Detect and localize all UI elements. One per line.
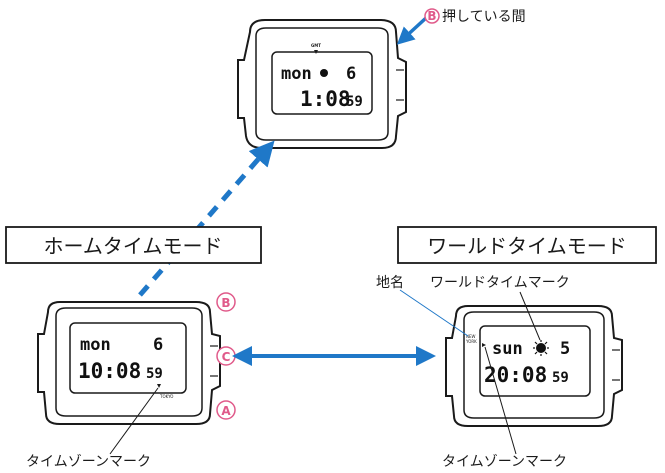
top-time: 1:08 <box>300 87 351 111</box>
watch-world: NEW YORK sun 5 20:08 59 <box>445 305 623 427</box>
world-time: 20:08 <box>484 363 547 387</box>
watch-gmt-view: GMT mon 6 1:08 59 <box>237 19 407 149</box>
world-city-line1: NEW <box>466 334 476 339</box>
world-day: sun <box>492 339 523 359</box>
button-b-label: B <box>221 296 230 310</box>
top-day: mon <box>281 64 312 84</box>
time-zone-mark-left-label: タイムゾーンマーク <box>26 454 151 470</box>
place-name-label: 地名 <box>376 275 404 291</box>
hold-b-button-label: B <box>427 9 436 23</box>
time-zone-mark-right-label: タイムゾーンマーク <box>442 454 567 470</box>
hold-b-text: 押している間 <box>442 9 526 25</box>
home-time: 10:08 <box>78 359 141 383</box>
world-timezone-mark-icon <box>482 343 486 347</box>
button-a[interactable]: A <box>216 400 236 420</box>
home-mode-box: ホームタイムモード <box>5 226 262 264</box>
home-day: mon <box>80 335 111 355</box>
home-timezone-mark-icon <box>157 384 161 388</box>
sun-icon <box>533 340 549 356</box>
world-mode-box: ワールドタイムモード <box>397 226 657 264</box>
hold-b-callout: B 押している間 <box>396 8 526 45</box>
dashed-arrow-home-to-gmt <box>138 140 275 297</box>
top-date: 6 <box>346 64 356 84</box>
button-c[interactable]: C <box>216 346 236 366</box>
world-time-mark-label: ワールドタイムマーク <box>430 275 570 291</box>
button-c-label: C <box>222 350 231 364</box>
button-b-left[interactable]: B <box>216 292 236 312</box>
world-city-line2: YORK <box>465 339 477 344</box>
gmt-label: GMT <box>311 43 321 48</box>
world-seconds: 59 <box>552 370 569 386</box>
home-city: TOKYO <box>159 394 173 399</box>
world-time-mark-icon <box>320 69 328 77</box>
home-seconds: 59 <box>146 366 163 382</box>
top-seconds: 59 <box>346 94 363 110</box>
watch-home: mon 6 10:08 59 TOKYO <box>37 301 221 425</box>
home-date: 6 <box>153 335 163 355</box>
button-a-label: A <box>221 404 231 418</box>
home-mode-label: ホームタイムモード <box>44 234 223 258</box>
world-mode-label: ワールドタイムモード <box>427 234 627 258</box>
world-date: 5 <box>560 339 570 359</box>
gmt-pointer-icon <box>314 50 318 54</box>
